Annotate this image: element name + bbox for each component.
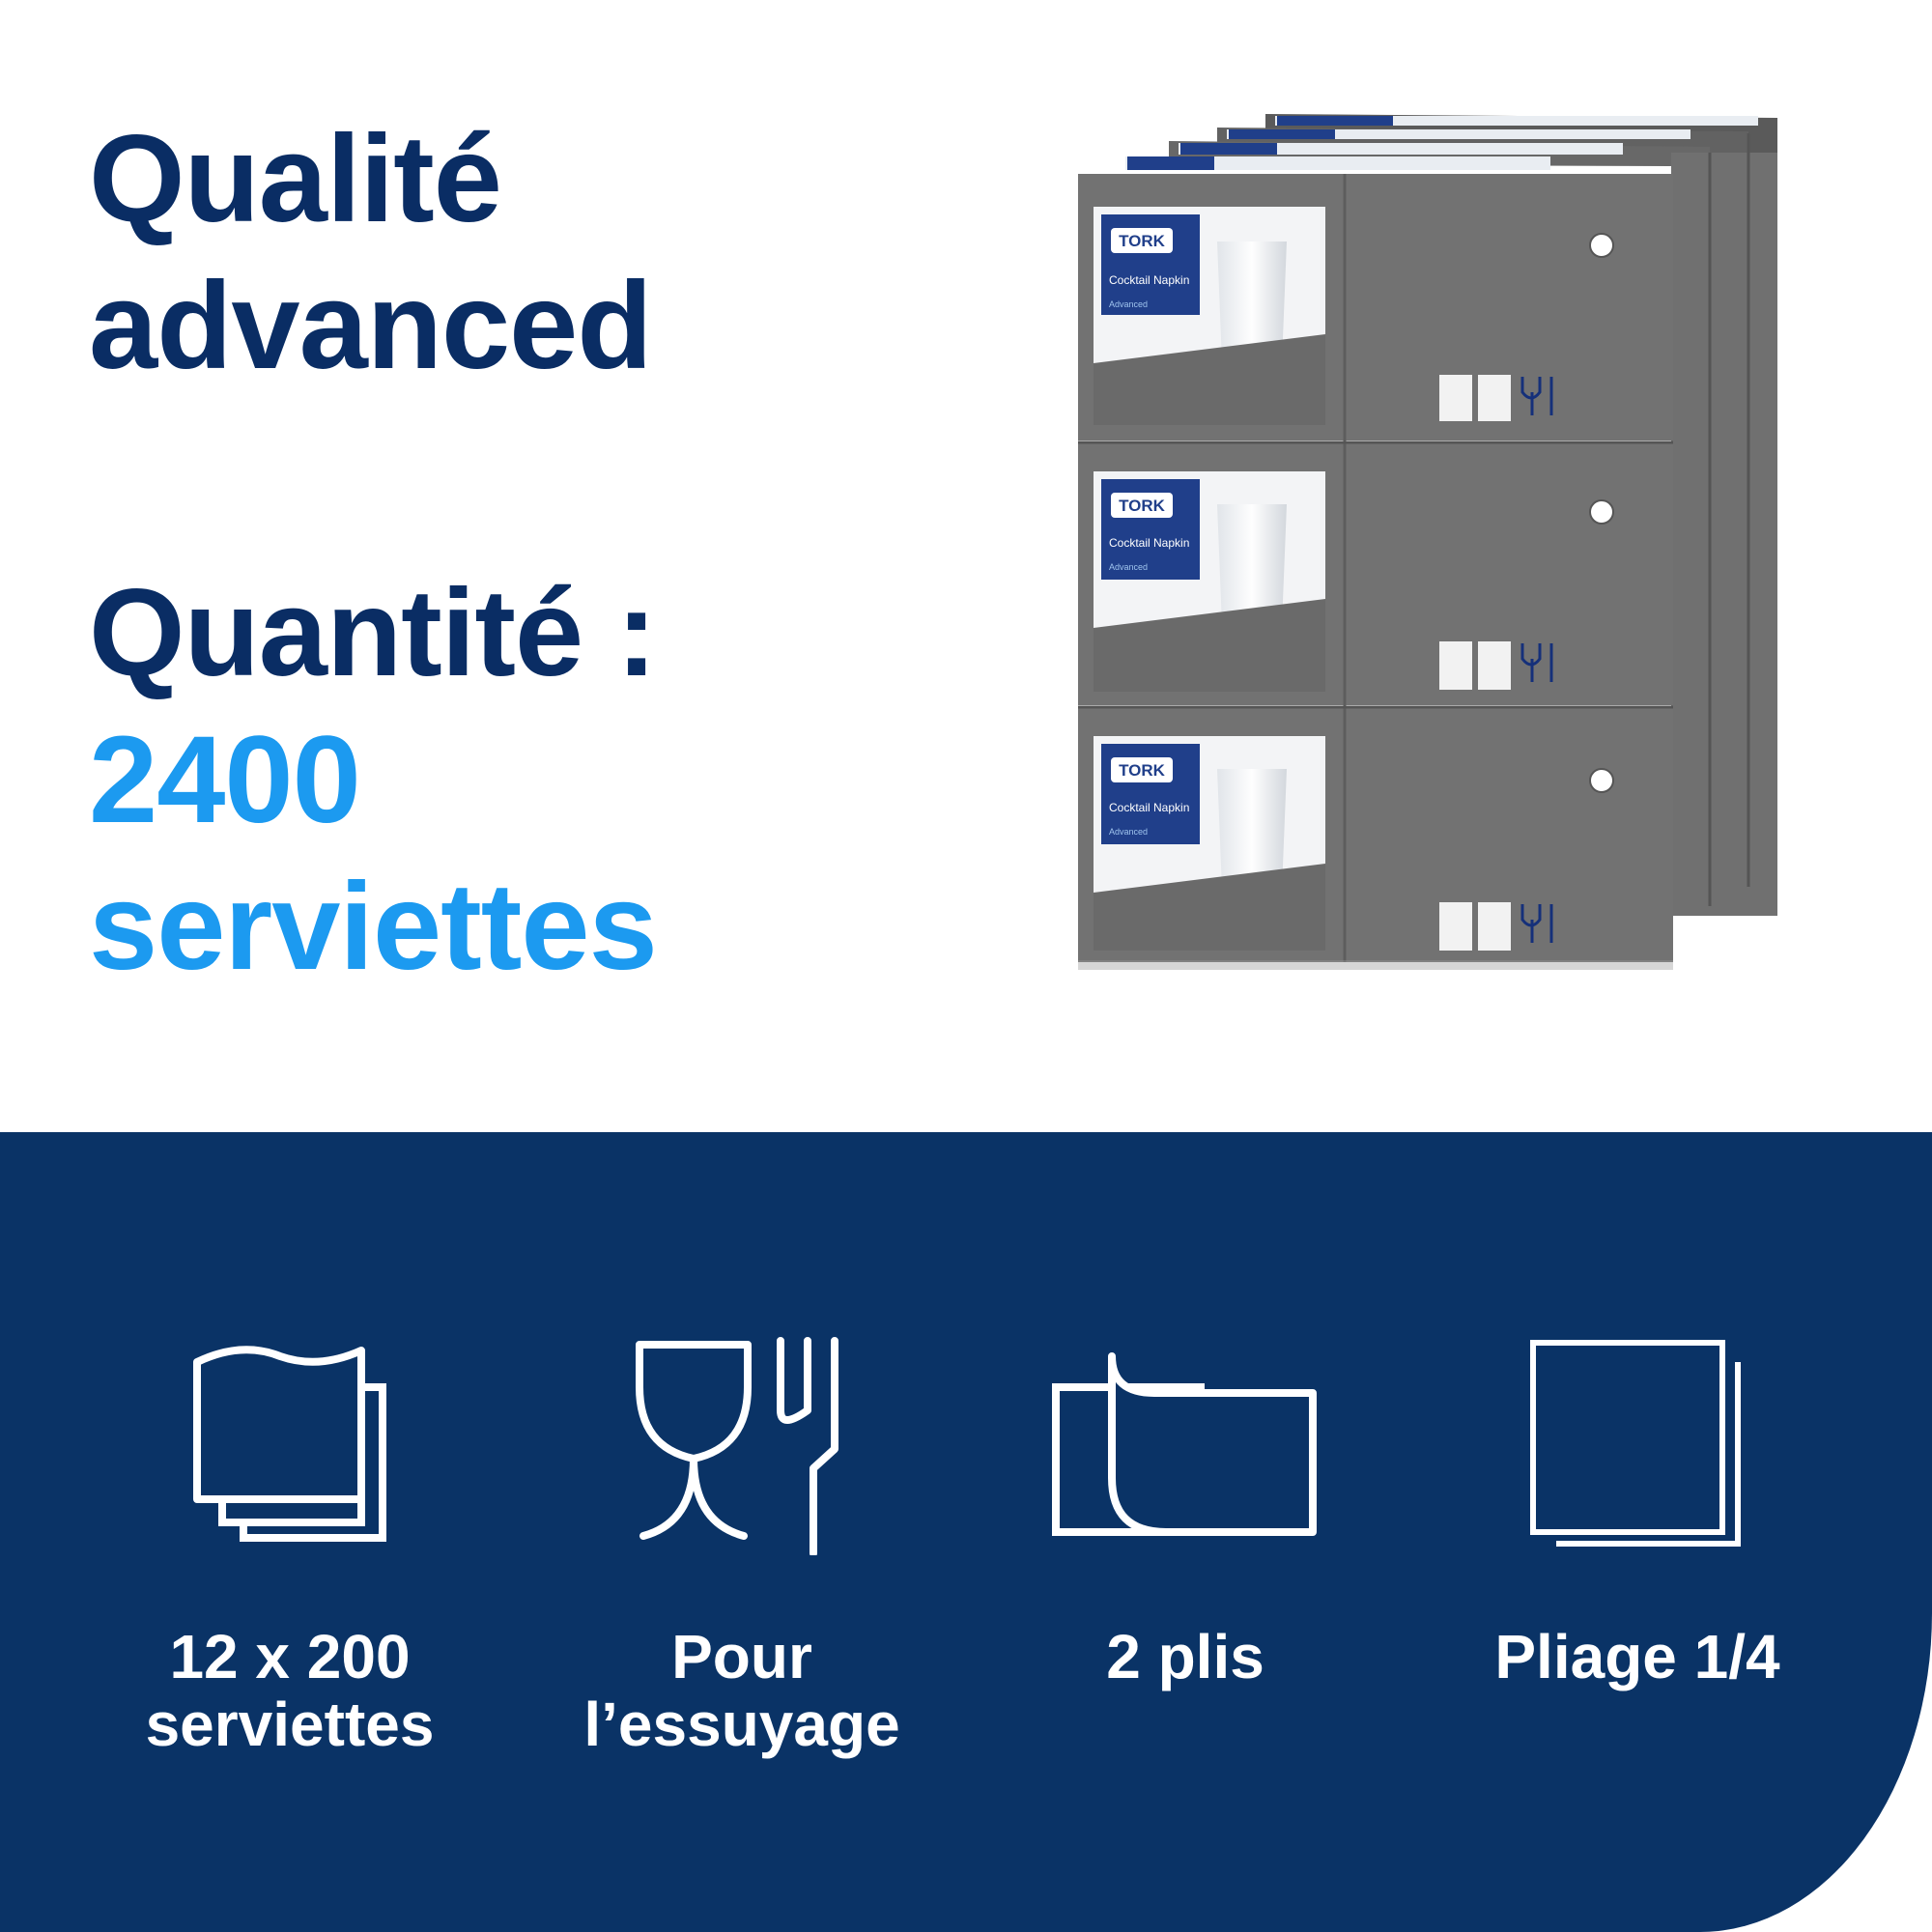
napkin-stack-icon <box>193 1346 386 1542</box>
feature-napkin-count: 12 x 200 serviettes <box>77 1333 502 1758</box>
svg-text:Advanced: Advanced <box>1109 562 1148 572</box>
feature-wiping: Pour l’essuyage <box>529 1333 954 1758</box>
headline-line-quantite: Quantité : <box>89 564 657 702</box>
two-ply-icon <box>1052 1352 1317 1536</box>
svg-text:Cocktail Napkin: Cocktail Napkin <box>1109 273 1189 287</box>
feature-ply-label: 2 plis <box>1106 1622 1264 1691</box>
svg-text:Advanced: Advanced <box>1109 827 1148 837</box>
glass-fork-icon <box>636 1337 838 1555</box>
quarter-fold-icon <box>1530 1340 1741 1547</box>
headline-line-advanced: advanced <box>89 257 652 395</box>
package-back-stack <box>1125 114 1777 916</box>
svg-text:TORK: TORK <box>1119 497 1166 515</box>
headline-line-serviettes: serviettes <box>89 858 658 996</box>
headline-line-qualite: Qualité <box>89 110 502 248</box>
product-image: TORK Cocktail Napkin Advanced TORK Cockt… <box>1078 114 1777 970</box>
svg-text:Cocktail Napkin: Cocktail Napkin <box>1109 801 1189 814</box>
feature-fold-label: Pliage 1/4 <box>1494 1622 1780 1691</box>
svg-text:Advanced: Advanced <box>1109 299 1148 309</box>
headline-line-number: 2400 <box>89 711 361 849</box>
svg-text:Cocktail Napkin: Cocktail Napkin <box>1109 536 1189 550</box>
feature-ply: 2 plis <box>973 1333 1398 1690</box>
svg-text:TORK: TORK <box>1119 232 1166 250</box>
package-front-top: TORK Cocktail Napkin Advanced <box>1078 174 1673 440</box>
headline-quality: Qualité advanced <box>89 106 652 400</box>
headline-quantity: Quantité : 2400 serviettes <box>89 560 658 1001</box>
package-front-middle: TORK Cocktail Napkin Advanced <box>1078 442 1673 705</box>
feature-fold: Pliage 1/4 <box>1425 1333 1850 1690</box>
feature-napkin-count-label: 12 x 200 serviettes <box>145 1622 435 1759</box>
feature-wiping-label: Pour l’essuyage <box>583 1622 900 1759</box>
svg-text:TORK: TORK <box>1119 761 1166 780</box>
package-front-bottom: TORK Cocktail Napkin Advanced <box>1078 707 1673 962</box>
